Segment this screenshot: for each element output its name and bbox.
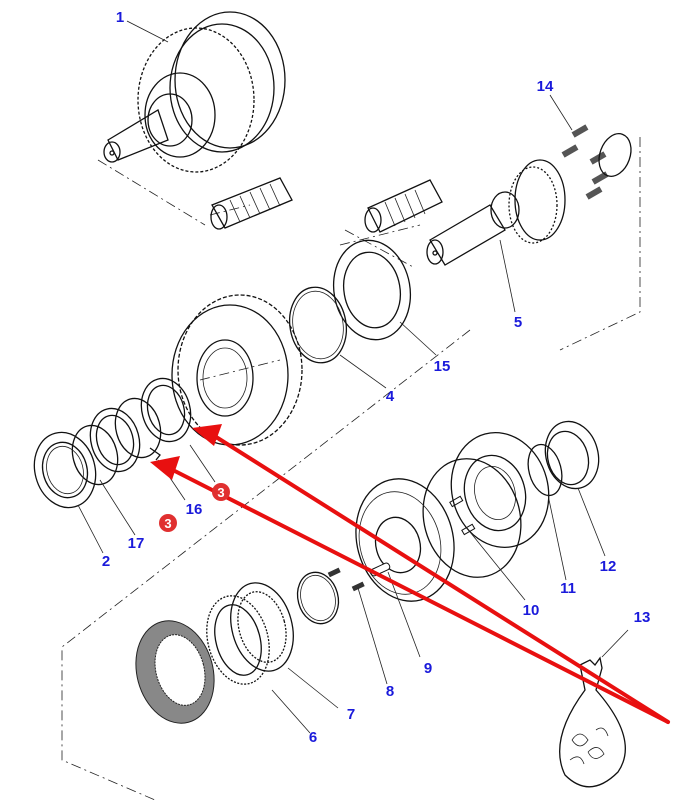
piston-housing	[450, 431, 550, 549]
callout-13: 13	[634, 609, 651, 626]
large-gear	[171, 294, 303, 446]
badge-label: 3	[217, 485, 224, 500]
arrowhead-upper	[192, 424, 222, 446]
part-16-circlip	[114, 397, 162, 461]
part-12-bearing	[544, 420, 600, 490]
callout-14: 14	[537, 78, 554, 95]
part-10-seal-ring	[422, 458, 522, 578]
leader-lines	[77, 20, 629, 734]
assembly-boundary	[61, 137, 641, 801]
highlight-arrows	[150, 424, 670, 724]
part-8-springs	[327, 567, 365, 592]
callout-17: 17	[128, 535, 145, 552]
part-3-ring-upper	[140, 377, 192, 443]
part-4-snap-ring	[288, 286, 348, 364]
part-7-plate	[230, 582, 294, 672]
part-3-ring-lower	[89, 407, 141, 473]
part-15-thrust-washer	[332, 239, 412, 341]
part-13-parts-bag	[559, 656, 626, 788]
part-11-o-ring	[527, 443, 563, 497]
callout-12: 12	[600, 558, 617, 575]
part-1-gear-drum	[103, 11, 286, 173]
callout-6: 6	[309, 729, 317, 746]
badge-label: 3	[164, 516, 171, 531]
part-2-bearing	[33, 431, 97, 509]
badge-3-upper: 3	[212, 483, 230, 501]
part-5-output-shaft	[426, 159, 566, 266]
callout-9: 9	[424, 660, 432, 677]
o-ring	[296, 571, 340, 625]
part-14-studs	[561, 124, 632, 200]
callout-11: 11	[560, 580, 576, 597]
clutch-hub	[135, 620, 215, 724]
callout-16: 16	[186, 501, 203, 518]
callout-10: 10	[523, 602, 540, 619]
arrow-to-lower-ring	[163, 464, 670, 724]
callout-2: 2	[102, 553, 110, 570]
arrow-to-upper-ring	[203, 428, 670, 724]
badge-3-lower: 3	[159, 514, 177, 532]
callout-7: 7	[347, 706, 355, 723]
callout-1: 1	[116, 9, 124, 26]
part-6-plate	[206, 595, 270, 685]
callout-4: 4	[386, 388, 395, 405]
callout-15: 15	[434, 358, 451, 375]
arrowhead-lower	[150, 456, 180, 480]
splined-sleeve-left	[210, 177, 293, 230]
callout-5: 5	[514, 314, 522, 331]
piston	[355, 478, 455, 602]
callout-8: 8	[386, 683, 394, 700]
splined-sleeve-right	[364, 179, 443, 233]
